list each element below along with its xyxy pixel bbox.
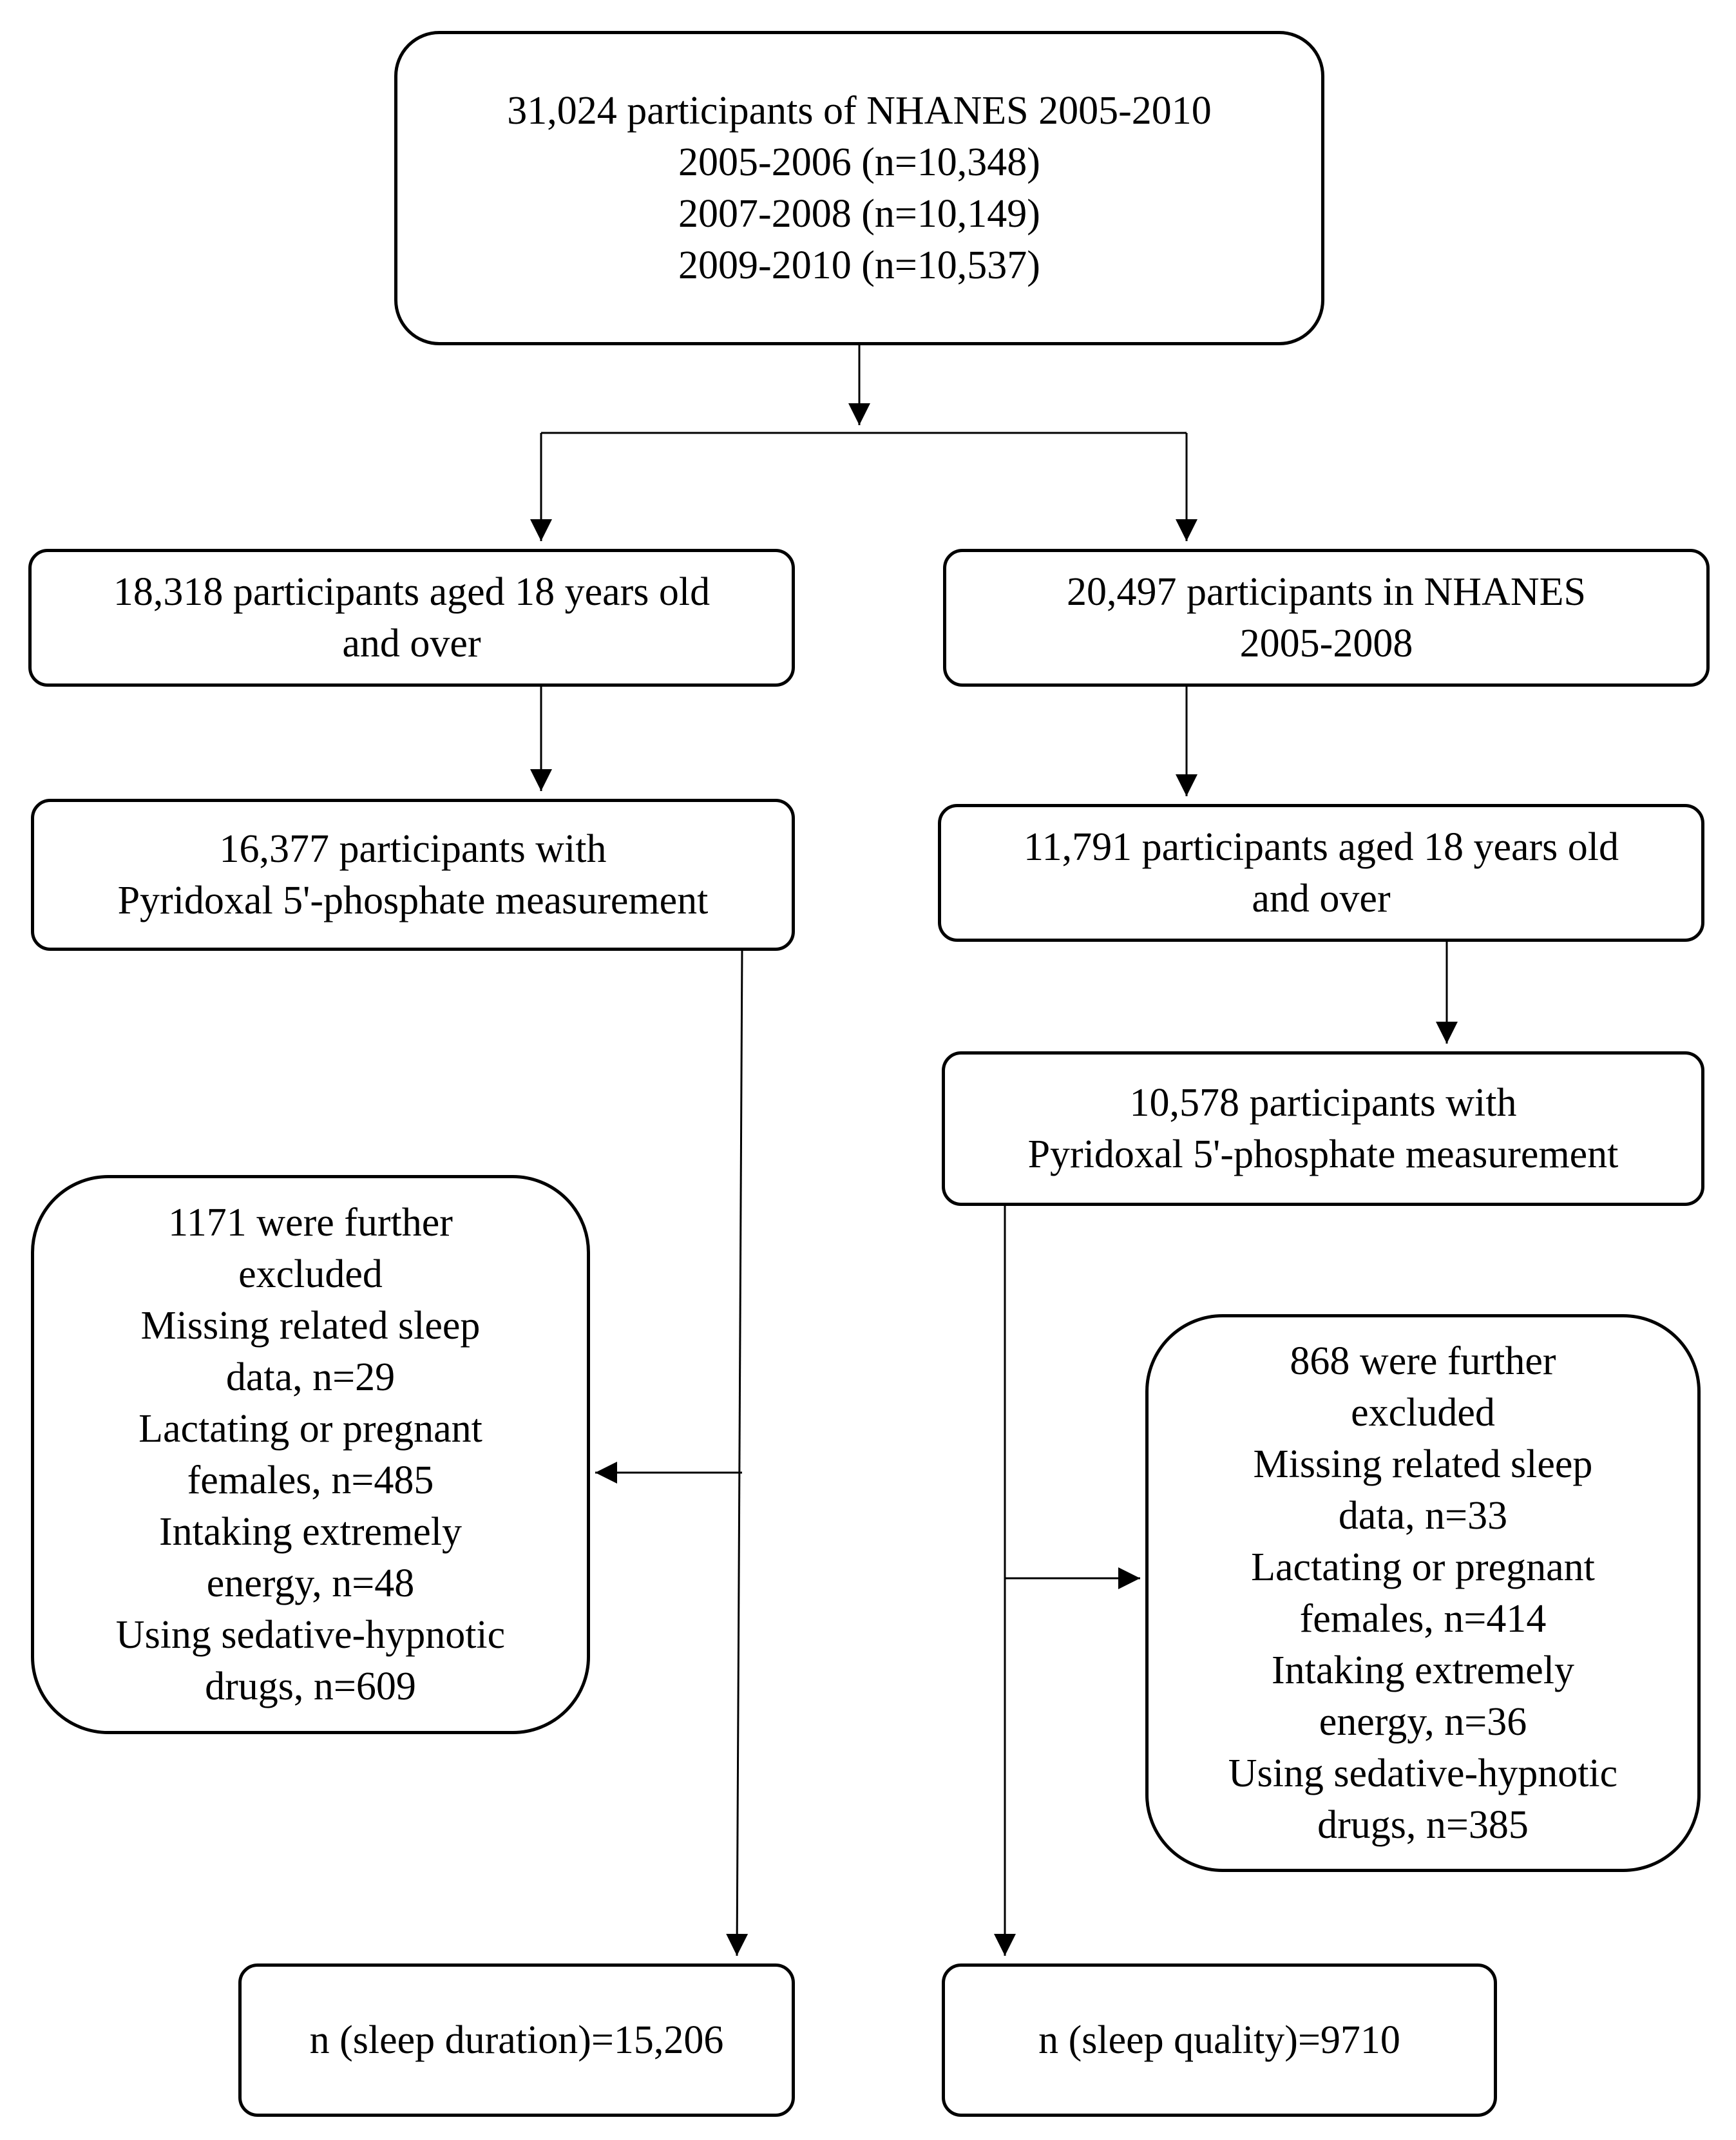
box-line: drugs, n=385 (1317, 1803, 1529, 1847)
right-exclusion-box: 868 were further excluded Missing relate… (1145, 1314, 1701, 1872)
box-line: 20,497 participants in NHANES (1067, 570, 1586, 614)
right-box-plp-measurement: 10,578 participants with Pyridoxal 5'-ph… (942, 1051, 1704, 1206)
box-line: data, n=29 (225, 1355, 396, 1399)
box-line: 10,578 participants with (1129, 1081, 1517, 1125)
left-exclusion-box: 1171 were further excluded Missing relat… (31, 1175, 590, 1734)
box-line: females, n=485 (187, 1458, 434, 1502)
box-line: Lactating or pregnant (1251, 1545, 1595, 1589)
box-line: Missing related sleep (140, 1304, 481, 1348)
final-box-sleep-duration: n (sleep duration)=15,206 (238, 1963, 795, 2117)
box-line: excluded (1351, 1391, 1495, 1435)
box-line: Pyridoxal 5'-phosphate measurement (117, 879, 709, 922)
box-line: Pyridoxal 5'-phosphate measurement (1027, 1132, 1619, 1176)
box-line: 2005-2008 (1239, 622, 1413, 665)
box-line: Intaking extremely (1272, 1648, 1574, 1692)
box-line: 2009-2010 (n=10,537) (678, 244, 1040, 287)
box-line: 31,024 participants of NHANES 2005-2010 (507, 89, 1212, 133)
box-line: 2005-2006 (n=10,348) (678, 140, 1040, 184)
box-line: excluded (238, 1252, 383, 1296)
left-box-plp-measurement: 16,377 participants with Pyridoxal 5'-ph… (31, 799, 795, 951)
box-line: data, n=33 (1338, 1494, 1508, 1538)
box-line: 2007-2008 (n=10,149) (678, 192, 1040, 236)
box-line: and over (342, 622, 481, 665)
box-line: 11,791 participants aged 18 years old (1023, 825, 1619, 869)
box-line: Missing related sleep (1253, 1442, 1593, 1486)
right-box-aged-18: 11,791 participants aged 18 years old an… (938, 804, 1704, 942)
box-line: energy, n=36 (1319, 1700, 1527, 1744)
box-line: Using sedative-hypnotic (1228, 1752, 1618, 1795)
left-box-aged-18: 18,318 participants aged 18 years old an… (28, 549, 795, 687)
box-line: n (sleep quality)=9710 (1038, 2018, 1400, 2062)
box-line: 1171 were further (168, 1201, 453, 1245)
final-box-sleep-quality: n (sleep quality)=9710 (942, 1963, 1497, 2117)
box-line: Lactating or pregnant (138, 1407, 482, 1451)
start-box-nhanes-2005-2010: 31,024 participants of NHANES 2005-2010 … (394, 31, 1324, 345)
right-box-nhanes-2005-2008: 20,497 participants in NHANES 2005-2008 (943, 549, 1710, 687)
box-line: 16,377 participants with (219, 827, 607, 871)
box-line: Intaking extremely (159, 1510, 462, 1554)
box-line: energy, n=48 (206, 1562, 415, 1605)
box-line: drugs, n=609 (205, 1665, 416, 1708)
arrow-left-plp-to-final (726, 950, 749, 1956)
box-line: females, n=414 (1299, 1597, 1547, 1641)
box-line: n (sleep duration)=15,206 (309, 2018, 724, 2062)
box-line: 868 were further (1290, 1339, 1556, 1383)
box-line: Using sedative-hypnotic (115, 1613, 506, 1657)
box-line: 18,318 participants aged 18 years old (113, 570, 711, 614)
box-line: and over (1252, 877, 1391, 921)
